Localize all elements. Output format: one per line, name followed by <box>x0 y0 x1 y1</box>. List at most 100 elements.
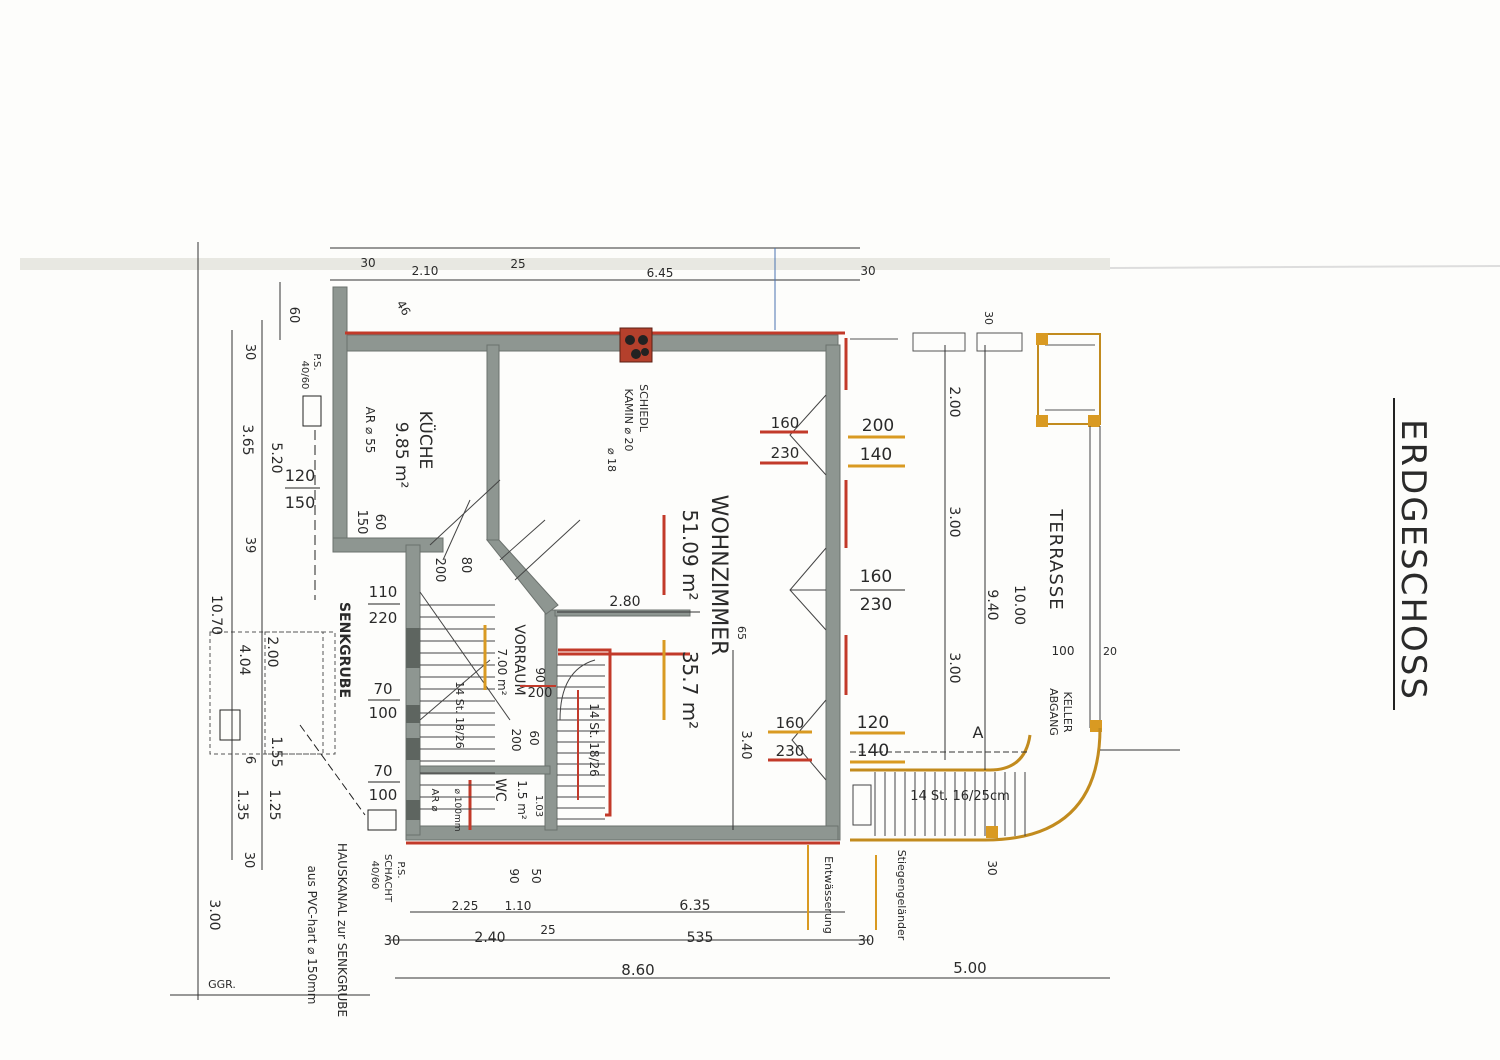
note-ps-2: 40/60 <box>299 361 310 390</box>
dim-top-small: 46 <box>394 298 414 318</box>
dim-left-3: 39 <box>242 537 257 554</box>
room-name-wohnzimmer: WOHNZIMMER <box>706 495 731 656</box>
dim-bottom1-1: 1.10 <box>505 899 532 913</box>
dim-top-4: 30 <box>860 264 875 278</box>
note-gelaender: Stiegengeländer <box>895 850 908 941</box>
wall-kitchen-right <box>486 344 500 541</box>
dim-left-2: 30 <box>242 344 257 361</box>
room-ar-kueche: AR ⌀ 55 <box>363 407 377 454</box>
dim-v2: 200 <box>432 558 447 583</box>
dim-right-5: 30 <box>982 311 995 325</box>
dim-w6: 230 <box>860 595 892 615</box>
wall-wc-top <box>419 765 551 775</box>
note-kanal-1: HAUSKANAL zur SENKGRUBE <box>335 843 349 1017</box>
note-kamin-2: KAMIN ⌀ 20 <box>622 388 635 451</box>
room-area-wohnzimmer: 51.09 m² <box>678 509 702 600</box>
stair-left <box>419 591 511 810</box>
dim-left-0: 10.70 <box>208 595 224 635</box>
note-schacht-3: 40/60 <box>369 861 380 890</box>
dim-v3: 110 <box>369 583 398 601</box>
wall-inner-h <box>554 609 691 617</box>
note-keller-2: ABGANG <box>1047 688 1060 736</box>
dim-bottom2-0: 30 <box>384 934 401 949</box>
dim-v5: 70 <box>373 680 392 698</box>
dim-senk-0: 4.04 <box>236 644 252 675</box>
stair-center <box>557 659 605 820</box>
dim-left-10: 30 <box>241 852 256 869</box>
dim-v1: 80 <box>458 557 473 574</box>
dim-left-8: 1.55 <box>268 736 284 767</box>
dim-bsmall-0: 90 <box>507 868 521 883</box>
room-name-terrasse: TERRASSE <box>1045 508 1066 610</box>
dim-d3: 60 <box>527 730 541 745</box>
wall-stair-right <box>544 609 558 831</box>
dim-right-2: 3.00 <box>946 652 962 683</box>
room-area-vorraum: 7.00 m² <box>495 648 509 695</box>
wall-left-upper <box>332 286 348 553</box>
dim-w5: 160 <box>860 567 892 587</box>
dim-left-11: 3.00 <box>206 899 222 930</box>
dim-k1: 120 <box>285 466 316 485</box>
dimension-lines <box>170 242 1180 1000</box>
dim-w7: 160 <box>776 714 805 732</box>
note-schacht-1: P.S. <box>395 861 406 878</box>
dim-right-6: 100 <box>1052 644 1075 658</box>
terrace <box>850 332 1102 842</box>
room-name-vorraum: VORRAUM <box>511 624 527 695</box>
note-ar-3: ⌀ 100mm <box>452 789 462 832</box>
scan-band <box>20 258 1110 270</box>
dim-left-9: 6 <box>242 756 257 764</box>
note-keller-1: KELLER <box>1061 691 1074 732</box>
dim-inner-2: 65 <box>735 626 748 640</box>
note-stair-3: 14 St. 16/25cm <box>910 789 1010 804</box>
room-area2-wohnzimmer: 35.7 m² <box>678 651 702 729</box>
dim-bottom2-4: 30 <box>858 934 875 949</box>
dim-v8: 100 <box>369 786 398 804</box>
dim-inner-0: 2.80 <box>609 594 640 610</box>
terrace-curve-inner <box>850 734 1032 772</box>
walls <box>332 286 841 841</box>
dim-v7: 70 <box>373 762 392 780</box>
room-name-kueche: KÜCHE <box>415 411 437 470</box>
dim-w10: 140 <box>857 741 889 761</box>
wall-kitchen-bottom <box>332 537 444 553</box>
dim-v6: 100 <box>369 704 398 722</box>
note-ar-2: AR ⌀ <box>429 789 440 812</box>
room-name-senkgrube: SENKGRUBE <box>336 602 352 698</box>
dim-bsmall-2: 1.03 <box>533 795 544 817</box>
page-edge-line <box>1109 265 1500 269</box>
dim-bottom2-1: 2.40 <box>474 930 505 946</box>
wall-diagonal <box>485 539 559 615</box>
dim-bottom2-3: 535 <box>687 930 714 946</box>
window-zigzags <box>789 394 827 781</box>
note-stair-1: 14 St. 18/26 <box>453 681 466 748</box>
dim-w1: 160 <box>771 414 800 432</box>
chimney-icon <box>619 327 653 363</box>
dim-top-3: 6.45 <box>647 266 674 280</box>
dim-top-0: 30 <box>360 256 375 270</box>
dim-senk-1: 2.00 <box>264 636 280 667</box>
dim-bsmall-1: 50 <box>529 868 543 883</box>
dim-right-1: 3.00 <box>946 506 962 537</box>
note-stair-2: 14 St. 18/26 <box>587 703 601 777</box>
room-name-wc: WC <box>492 778 508 802</box>
dim-v4: 220 <box>369 609 398 627</box>
dim-right-7: 20 <box>1103 645 1117 658</box>
room-area-kueche: 9.85 m² <box>391 422 411 489</box>
page-title: ERDGESCHOSS <box>1393 419 1433 701</box>
dim-w3: 200 <box>862 416 894 436</box>
dim-right-4: 10.00 <box>1011 585 1027 625</box>
note-kanal-2: aus PVC-hart ⌀ 150mm <box>305 866 319 1005</box>
dim-right-8: 30 <box>985 860 999 875</box>
dim-d4: 200 <box>509 729 523 752</box>
note-kamin-3: ⌀ 18 <box>605 448 618 472</box>
note-kamin-1: SCHIEDL <box>637 384 650 433</box>
dim-left-5: 60 <box>286 307 301 324</box>
dim-left-7: 1.25 <box>266 789 282 820</box>
terrace-pillar <box>1037 333 1101 425</box>
dim-right-3: 9.40 <box>984 589 1000 620</box>
room-area-wc: 1.5 m² <box>515 780 529 820</box>
hatch-lines <box>429 479 581 581</box>
dim-w9: 120 <box>857 713 889 733</box>
